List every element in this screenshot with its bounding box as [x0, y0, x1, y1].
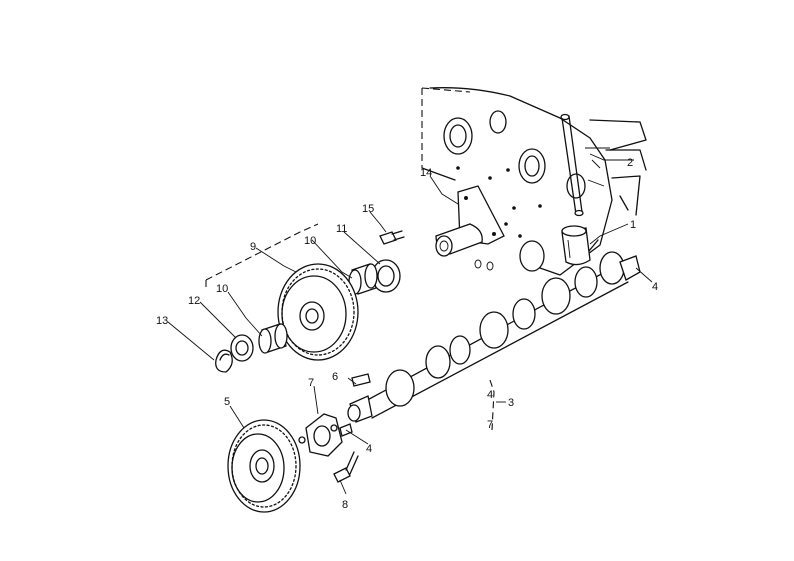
callout-14: 14: [420, 167, 432, 179]
callout-11: 11: [336, 223, 347, 235]
callout-4-shaft: 4: [487, 389, 493, 401]
dowel-pin-6: [351, 373, 371, 387]
push-rod: [560, 113, 584, 217]
callout-15: 15: [362, 203, 374, 215]
callout-12: 12: [188, 295, 200, 307]
callout-4-middle: 4: [366, 443, 372, 455]
camshaft: [347, 251, 641, 431]
thrust-plate-7: [298, 413, 343, 457]
gear-group-bracket: [205, 223, 319, 290]
thrust-flange: [435, 185, 505, 257]
callout-labels: 1 2 3 4 4 4 5 6 7 7 8 9 10 10 11 12 13 1…: [156, 157, 658, 511]
engine-block-plate: [421, 87, 647, 276]
callout-10-upper: 10: [304, 235, 316, 247]
washer-11: [371, 259, 401, 293]
callout-7-plate: 7: [308, 377, 314, 389]
callout-3: 3: [508, 397, 514, 409]
bolt-8: [333, 451, 359, 483]
tappet: [561, 225, 591, 266]
camshaft-gear-5: [227, 419, 301, 513]
bushing-10-lower: [258, 323, 288, 354]
callout-8: 8: [342, 499, 348, 511]
callout-1: 1: [630, 219, 636, 231]
callout-13: 13: [156, 315, 168, 327]
snap-ring-13: [215, 349, 233, 373]
washer-12: [230, 334, 254, 362]
callout-2: 2: [627, 157, 633, 169]
gear-9: [277, 263, 359, 361]
bolt-15: [379, 230, 405, 245]
leader-lines: [167, 153, 653, 495]
callout-6: 6: [332, 371, 338, 383]
callout-4-right: 4: [652, 281, 658, 293]
callout-9: 9: [250, 241, 256, 253]
callout-7-shaft: 7: [487, 419, 493, 431]
callout-5: 5: [224, 396, 230, 408]
callout-10-lower: 10: [216, 283, 228, 295]
